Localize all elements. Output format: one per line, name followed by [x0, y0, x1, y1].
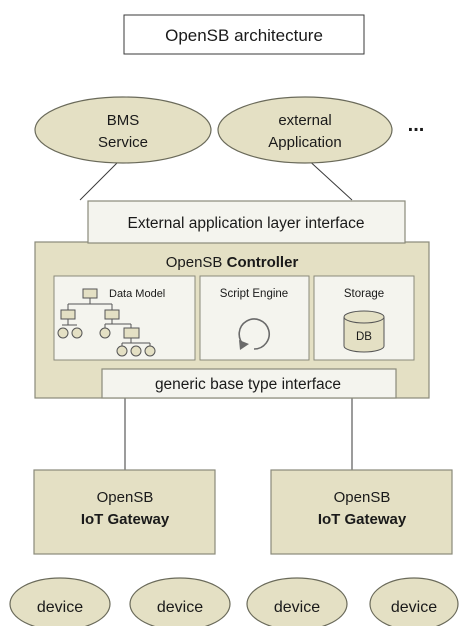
data-model-tree-icon — [57, 288, 156, 357]
device-4: device — [369, 577, 459, 626]
controller-title: OpenSB Controller — [166, 254, 299, 271]
data-model-module: Data Model — [53, 275, 196, 361]
client-label-line2: Application — [268, 134, 341, 151]
client-bms-service: BMS Service — [34, 96, 212, 164]
storage-module: Storage DB — [313, 275, 415, 361]
diagram-title: OpenSB architecture — [123, 14, 365, 55]
device-label: device — [157, 599, 203, 616]
external-interface-box: External application layer interface — [87, 200, 406, 244]
connector-app-to-interface — [304, 156, 353, 201]
client-label-line1: BMS — [107, 112, 140, 129]
device-3: device — [246, 577, 348, 626]
gateway-label-line2: IoT Gateway — [81, 511, 170, 528]
device-label: device — [391, 599, 437, 616]
data-model-label: Data Model — [109, 288, 165, 300]
db-label: DB — [356, 331, 372, 343]
iot-gateway-left: OpenSB IoT Gateway — [33, 469, 216, 555]
external-interface-label: External application layer interface — [128, 215, 365, 232]
script-engine-module: Script Engine — [199, 275, 310, 361]
gateway-label-line1: OpenSB — [97, 489, 154, 506]
client-label-line1: external — [278, 112, 331, 129]
storage-label: Storage — [344, 288, 384, 300]
more-clients-indicator: ... — [408, 114, 425, 136]
iot-gateway-right: OpenSB IoT Gateway — [270, 469, 453, 555]
controller-title-bold: Controller — [227, 254, 299, 271]
device-label: device — [37, 599, 83, 616]
connectors — [79, 156, 353, 470]
client-external-application: external Application — [217, 96, 393, 164]
title-text: OpenSB architecture — [165, 26, 323, 45]
controller-title-prefix: OpenSB — [166, 254, 223, 271]
gateway-label-line2: IoT Gateway — [318, 511, 407, 528]
database-icon: DB — [343, 310, 385, 353]
base-interface-box: generic base type interface — [101, 368, 397, 399]
base-interface-label: generic base type interface — [155, 376, 341, 393]
gateway-label-line1: OpenSB — [334, 489, 391, 506]
connector-bms-to-interface — [79, 156, 124, 201]
client-label-line2: Service — [98, 134, 148, 151]
device-2: device — [129, 577, 231, 626]
cycle-icon — [238, 318, 270, 350]
device-1: device — [9, 577, 111, 626]
device-label: device — [274, 599, 320, 616]
script-engine-label: Script Engine — [220, 288, 288, 300]
